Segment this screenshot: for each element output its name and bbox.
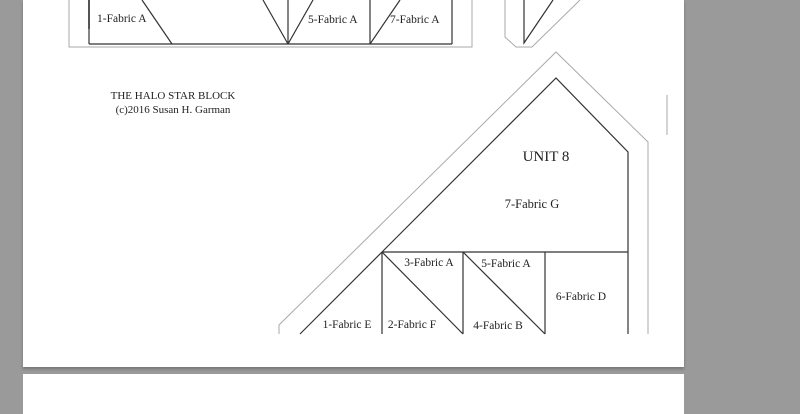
piece-label: 2-Fabric F (388, 319, 436, 331)
unit-8-piece: UNIT 8 7-Fabric G 1-Fabric E 2-Fabric F … (278, 51, 668, 335)
piece-label: 6-Fabric D (556, 291, 606, 303)
top-unit-piece: 1-Fabric A 5-Fabric A 7-Fabric A (68, 0, 473, 48)
pdf-page (23, 0, 684, 367)
block-title: THE HALO STAR BLOCK (111, 90, 236, 102)
piece-label: 3-Fabric A (404, 257, 454, 269)
piece-label: 5-Fabric A (481, 258, 531, 270)
piece-label: 4-Fabric B (473, 320, 523, 332)
pattern-drawing: 1-Fabric A 5-Fabric A 7-Fabric A THE HAL… (68, 0, 668, 335)
unit-title: UNIT 8 (523, 149, 570, 165)
top-right-unit-piece (504, 0, 581, 48)
piece-label: 7-Fabric A (390, 14, 440, 26)
piece-label: 1-Fabric E (323, 319, 372, 331)
piece-label: 5-Fabric A (308, 14, 358, 26)
piece-label: 7-Fabric G (505, 197, 560, 211)
copyright-text: (c)2016 Susan H. Garman (116, 104, 231, 116)
piece-label: 1-Fabric A (97, 13, 147, 25)
